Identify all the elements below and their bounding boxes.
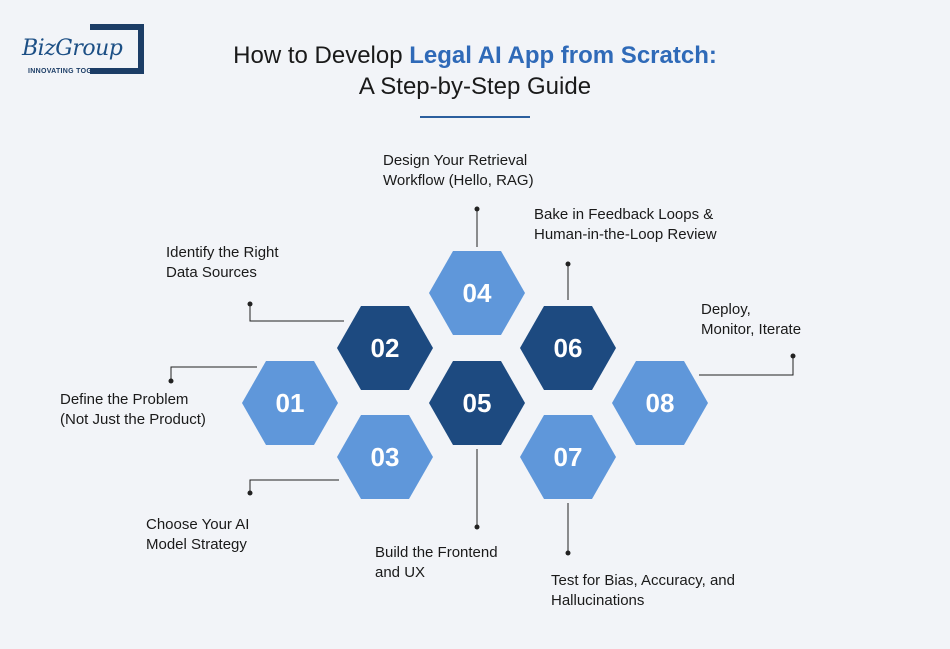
label-step-02: Identify the Right Data Sources	[166, 243, 279, 283]
logo-frame-shape	[90, 24, 144, 74]
hex-step-06: 06	[520, 306, 616, 390]
connector-01	[170, 366, 257, 381]
label-step-02-line-1: Identify the Right	[166, 244, 279, 261]
label-step-06-line-1: Bake in Feedback Loops &	[534, 206, 714, 223]
label-step-07: Test for Bias, Accuracy, and Hallucinati…	[551, 571, 735, 611]
label-step-04-line-1: Design Your Retrieval	[383, 152, 528, 169]
label-step-05-line-1: Build the Frontend	[375, 544, 498, 561]
label-step-03-line-2: Model Strategy	[146, 536, 247, 553]
connector-dot-03	[247, 490, 253, 496]
label-step-08-line-1: Deploy,	[701, 301, 751, 318]
title-line-2: A Step-by-Step Guide	[358, 73, 592, 100]
label-step-03-line-1: Choose Your AI	[146, 516, 250, 533]
connector-dot-02	[247, 301, 253, 307]
label-step-08-line-2: Monitor, Iterate	[701, 321, 802, 338]
title-line-1: How to Develop Legal AI App from Scratch…	[0, 40, 950, 71]
label-step-07-line-2: Hallucinations	[551, 592, 645, 609]
connector-03	[249, 479, 339, 493]
label-step-01-line-2: (Not Just the Product)	[60, 411, 206, 428]
title-underline	[420, 116, 530, 118]
label-step-05-line-2: and UX	[375, 564, 426, 581]
page-title: How to Develop Legal AI App from Scratch…	[0, 40, 950, 102]
label-step-06-line-2: Human-in-the-Loop Review	[534, 226, 717, 243]
connector-dot-08	[790, 353, 796, 359]
label-step-04-line-2: Workflow (Hello, RAG)	[383, 172, 534, 189]
hex-step-01: 01	[242, 361, 338, 445]
label-step-07-line-1: Test for Bias, Accuracy, and	[551, 572, 735, 589]
hex-step-07: 07	[520, 415, 616, 499]
connector-dot-06	[565, 261, 571, 267]
connector-dot-04	[474, 206, 480, 212]
label-step-02-line-2: Data Sources	[166, 264, 257, 281]
hex-step-08: 08	[612, 361, 708, 445]
connector-dot-01	[168, 378, 174, 384]
logo-tagline: INNOVATING TOGETHER	[28, 68, 118, 75]
hex-step-03: 03	[337, 415, 433, 499]
label-step-03: Choose Your AI Model Strategy	[146, 515, 249, 555]
connector-08	[699, 356, 794, 376]
label-step-04: Design Your Retrieval Workflow (Hello, R…	[383, 151, 534, 191]
connector-02	[249, 304, 344, 322]
bizgroup-logo: BizGroup INNOVATING TOGETHER	[22, 22, 157, 82]
connector-dot-05	[474, 524, 480, 530]
label-step-06: Bake in Feedback Loops & Human-in-the-Lo…	[534, 205, 717, 245]
label-step-01: Define the Problem (Not Just the Product…	[60, 390, 206, 430]
connector-dot-07	[565, 550, 571, 556]
hex-step-05: 05	[429, 361, 525, 445]
label-step-08: Deploy, Monitor, Iterate	[701, 300, 801, 340]
title-prefix: How to Develop	[233, 42, 410, 69]
logo-brand-text: BizGroup	[22, 36, 123, 61]
hex-step-02: 02	[337, 306, 433, 390]
label-step-01-line-1: Define the Problem	[60, 391, 189, 408]
hex-step-04: 04	[429, 251, 525, 335]
title-accent: Legal AI App from Scratch:	[409, 42, 717, 69]
label-step-05: Build the Frontend and UX	[375, 543, 498, 583]
